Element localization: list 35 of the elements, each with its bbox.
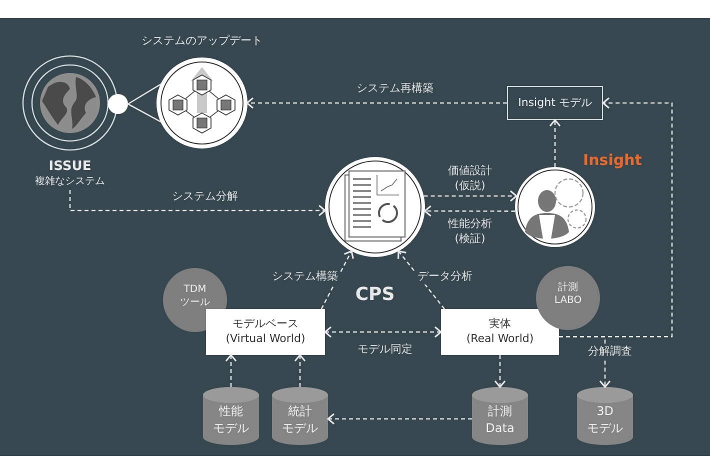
box-title: モデルベース <box>232 317 298 332</box>
arrow <box>398 250 445 310</box>
arrow <box>246 97 507 109</box>
cps-title: CPS <box>354 284 396 306</box>
box-subtitle: (Real World) <box>466 332 534 347</box>
arrow <box>559 336 611 388</box>
cylinder-label: 計測 <box>488 403 512 420</box>
edge-label: 分解調査 <box>586 344 634 360</box>
cylinder-label: モデル <box>587 420 623 437</box>
edge-label: システム構築 <box>270 270 340 284</box>
arrow <box>324 326 442 338</box>
cylinder-label: 性能 <box>219 403 243 420</box>
arrow <box>294 354 306 387</box>
issue-title: ISSUE <box>48 159 92 175</box>
update-heading: システムのアップデート <box>140 34 264 48</box>
insight-label: Insight <box>583 151 642 169</box>
box-title: Insight モデル <box>518 96 592 110</box>
connector-line <box>126 83 162 123</box>
arrow <box>424 190 518 202</box>
arrow <box>69 190 326 216</box>
cylinder-label: Data <box>486 420 514 437</box>
cylinder-label: 統計 <box>288 403 312 420</box>
arrow <box>424 205 516 217</box>
arrow <box>549 119 561 167</box>
arrow <box>494 355 506 388</box>
box-title: 実体 <box>489 317 511 332</box>
cylinder-label: モデル <box>213 420 249 437</box>
arrow <box>327 413 472 425</box>
arrow <box>225 354 237 387</box>
edge-label: データ分析 <box>416 270 474 284</box>
box-subtitle: (Virtual World) <box>226 332 306 347</box>
cylinder-label: 3D <box>596 403 614 420</box>
cylinder-label: モデル <box>282 420 318 437</box>
issue-subtitle: 複雑なシステム <box>34 176 106 188</box>
arrow <box>320 250 354 310</box>
